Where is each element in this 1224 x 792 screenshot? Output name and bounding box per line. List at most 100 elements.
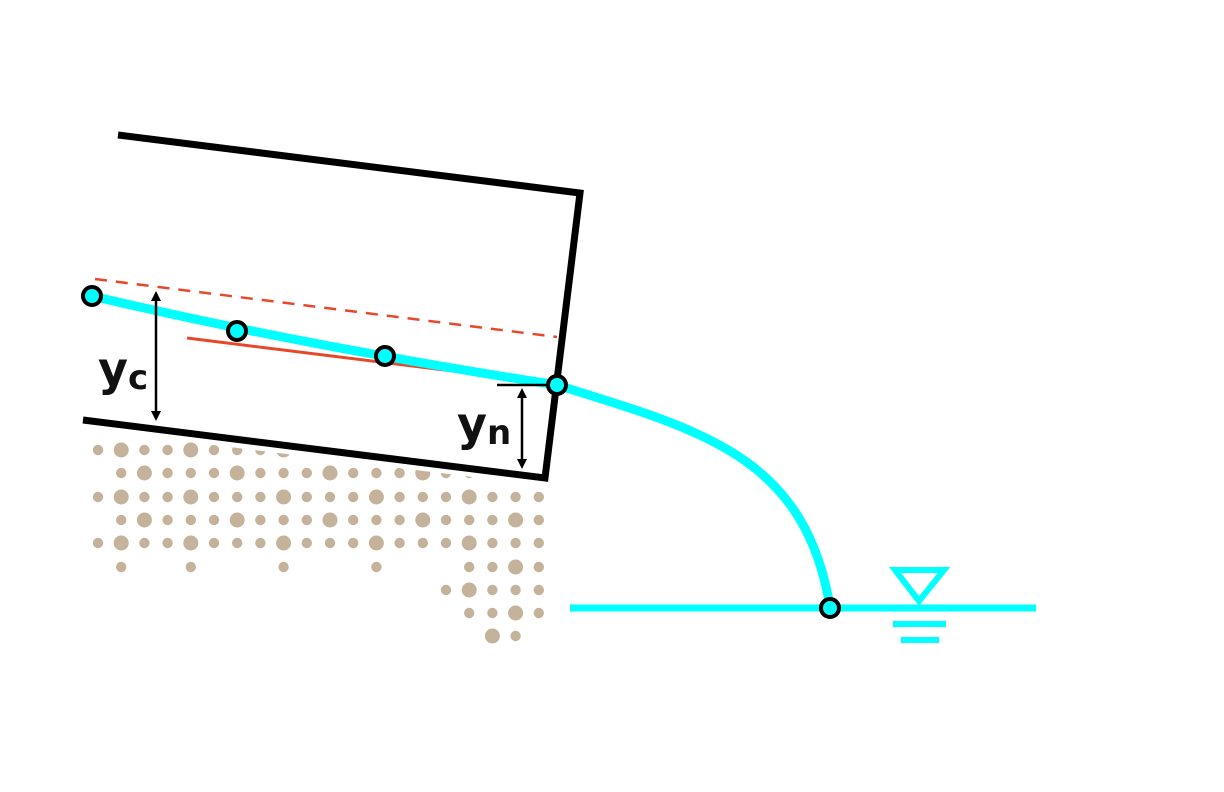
soil-dot [440, 537, 452, 549]
soil-dot [394, 537, 405, 549]
soil-dot [116, 561, 127, 573]
soil-dot [440, 426, 452, 433]
soil-dot [415, 465, 431, 481]
soil-dot [139, 444, 150, 456]
soil-dot [301, 537, 312, 549]
soil-dot [461, 489, 477, 505]
soil-dot [301, 491, 312, 503]
soil-dot [255, 444, 266, 456]
soil-dot [229, 426, 245, 435]
soil-dot [415, 512, 431, 528]
soil-dot [417, 444, 428, 456]
soil-dot [139, 491, 150, 503]
soil-dot [415, 426, 431, 435]
water-surface-symbol-icon [888, 567, 951, 643]
profile-point [374, 345, 396, 367]
soil-dot [232, 444, 243, 456]
soil-dot [533, 514, 544, 526]
soil-dot [324, 491, 336, 503]
soil-dot [508, 605, 524, 621]
soil-dot [162, 491, 173, 503]
soil-dot [232, 537, 243, 549]
soil-dot [185, 561, 196, 573]
soil-dot [301, 514, 312, 526]
soil-dot [185, 514, 196, 526]
soil-dot [183, 535, 199, 551]
soil-dot [394, 444, 405, 456]
soil-dot [324, 537, 336, 549]
soil-dot [255, 467, 266, 479]
soil-dot [417, 491, 428, 503]
soil-dot [255, 514, 266, 526]
soil-dot [394, 491, 405, 503]
soil-dot [208, 491, 220, 503]
soil-dot [301, 426, 312, 433]
soil-dot [394, 514, 405, 526]
soil-dot [162, 444, 173, 456]
soil-dot [440, 514, 452, 526]
soil-dot [92, 537, 104, 549]
soil-dot [487, 607, 498, 619]
soil-dot [278, 467, 289, 479]
soil-dot [371, 561, 382, 573]
soil-dot [139, 537, 150, 549]
soil-dot [487, 561, 498, 573]
soil-dot [394, 467, 405, 479]
soil-dot [322, 465, 338, 481]
soil-dot [510, 537, 521, 549]
profile-point [819, 597, 841, 619]
soil-dot [113, 489, 129, 505]
soil-dot [348, 426, 359, 433]
soil-dot [322, 512, 338, 528]
soil-dot [276, 535, 292, 551]
soil-dot [368, 489, 384, 505]
soil-dot [183, 442, 199, 458]
soil-dot [232, 491, 243, 503]
soil-dot [533, 537, 544, 549]
soil-dot [92, 491, 104, 503]
soil-dot [368, 535, 384, 551]
soil-dot [208, 444, 220, 456]
soil-dot [255, 426, 266, 433]
soil-dot [162, 514, 173, 526]
soil-dot [508, 512, 524, 528]
soil-dot [208, 537, 220, 549]
soil-dot [113, 442, 129, 458]
soil-dot [440, 444, 452, 456]
energy-line-dashed [94, 277, 558, 339]
soil-dot [136, 465, 152, 481]
soil-dot [116, 514, 127, 526]
soil-dot [229, 465, 245, 481]
soil-dot [510, 491, 521, 503]
soil-dot [440, 491, 452, 503]
soil-dot [278, 426, 289, 433]
soil-dot [510, 630, 521, 642]
soil-dot [185, 467, 196, 479]
profile-point [226, 320, 248, 342]
soil-dot [461, 582, 477, 598]
soil-dot [348, 514, 359, 526]
soil-dot [371, 514, 382, 526]
soil-dot [229, 512, 245, 528]
soil-dot [371, 426, 382, 433]
soil-dot [208, 467, 220, 479]
soil-dot [162, 467, 173, 479]
soil-dot [276, 489, 292, 505]
soil-dot [461, 535, 477, 551]
soil-dot [278, 561, 289, 573]
channel-outline [82, 131, 584, 482]
soil-dot [348, 537, 359, 549]
soil-dot [464, 514, 475, 526]
soil-dot [487, 537, 498, 549]
soil-dot [487, 491, 498, 503]
soil-dot [371, 467, 382, 479]
water-surface-profile [90, 291, 835, 608]
soil-dots [92, 426, 544, 644]
soil-dot [508, 559, 524, 575]
soil-dot [533, 426, 544, 433]
soil-dot [510, 444, 521, 456]
soil-dot [183, 489, 199, 505]
soil-dot [208, 514, 220, 526]
